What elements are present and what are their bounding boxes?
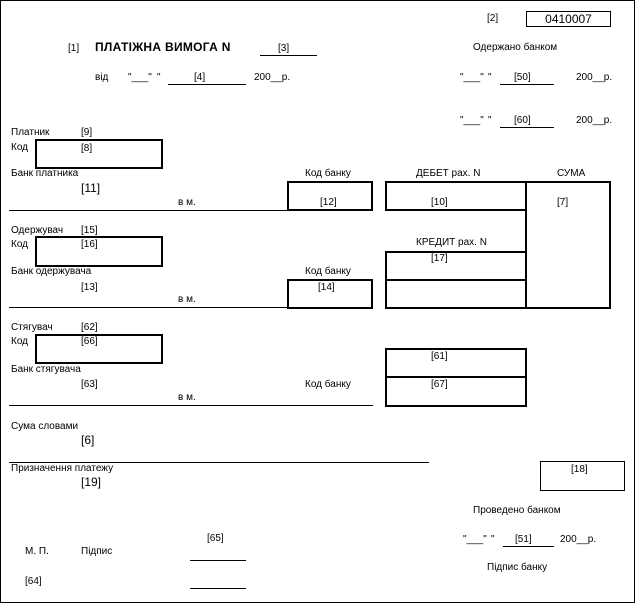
form-code-box: 0410007 (526, 11, 611, 27)
collector-bank-line (9, 405, 373, 406)
collector-bank-code-label: Код банку (305, 379, 351, 390)
received-by-bank-label: Одержано банком (473, 42, 558, 53)
date-day: "___" (128, 72, 152, 83)
purpose-top-line (9, 462, 429, 463)
collector-code-box[interactable] (35, 334, 163, 364)
stamp-label: М. П. (25, 546, 49, 557)
sum-in-words-label: Сума словами (11, 421, 79, 432)
sum-label: СУМА (557, 168, 586, 179)
marker-67: [67] (431, 379, 448, 390)
credit-sub-box[interactable] (385, 279, 527, 309)
page-title: ПЛАТІЖНА ВИМОГА N (95, 40, 231, 54)
received-date-line (500, 84, 554, 85)
received-date-year: 200__р. (576, 72, 613, 83)
marker-50: [50] (514, 72, 531, 83)
date-quote: " (157, 72, 161, 83)
signature-label: Підпис (81, 546, 113, 557)
collector-bank-label: Банк стягувача (11, 364, 81, 375)
marker-10: [10] (431, 197, 448, 208)
recipient-label: Одержувач (11, 225, 64, 236)
payer-bank-label: Банк платника (11, 168, 79, 179)
marker-18-box[interactable] (540, 461, 625, 491)
recipient-city-label: в м. (178, 294, 196, 305)
marker-9: [9] (81, 127, 93, 138)
marker-11: [11] (81, 181, 101, 195)
marker-4: [4] (194, 72, 206, 83)
credit-account-box[interactable] (385, 251, 527, 281)
payer-code-label: Код (11, 142, 29, 153)
collector-label: Стягувач (11, 322, 53, 333)
marker-17: [17] (431, 253, 448, 264)
marker-65: [65] (207, 533, 224, 544)
title-number-line (260, 55, 317, 56)
collector-bank-code-box[interactable] (385, 376, 527, 407)
credit-account-label: КРЕДИТ рах. N (416, 237, 487, 248)
bank-signature-label: Підпис банку (487, 562, 548, 573)
recipient-bank-code-label: Код банку (305, 266, 351, 277)
marker-19: [19] (81, 475, 102, 489)
marker-66: [66] (81, 336, 98, 347)
recipient-code-box[interactable] (35, 236, 163, 267)
payer-bank-code-label: Код банку (305, 168, 351, 179)
marker-51: [51] (515, 534, 532, 545)
marker-7: [7] (557, 197, 569, 208)
processed-date-year: 200__р. (560, 534, 597, 545)
marker-15: [15] (81, 225, 98, 236)
marker-63: [63] (81, 379, 98, 390)
marker-6: [6] (81, 433, 95, 447)
recipient-bank-code-box[interactable] (287, 279, 373, 309)
recipient-bank-line (9, 307, 373, 308)
purpose-label: Призначення платежу (11, 463, 114, 474)
date-month-line (168, 84, 246, 85)
marker-13: [13] (81, 282, 98, 293)
collector-city-label: в м. (178, 392, 196, 403)
second-date-year: 200__р. (576, 115, 613, 126)
payer-bank-code-box[interactable] (287, 181, 373, 211)
marker-3: [3] (278, 43, 290, 54)
marker-2: [2] (487, 13, 499, 24)
marker-1: [1] (68, 43, 80, 54)
recipient-bank-label: Банк одержувача (11, 266, 92, 277)
payer-city-label: в м. (178, 197, 196, 208)
marker-60: [60] (514, 115, 531, 126)
payer-code-box[interactable] (35, 139, 163, 169)
signature-line-2 (190, 588, 246, 589)
received-date-day: "___" (460, 72, 484, 83)
processed-by-bank-label: Проведено банком (473, 505, 561, 516)
marker-64: [64] (25, 576, 42, 587)
marker-18: [18] (571, 464, 588, 475)
marker-14: [14] (318, 282, 335, 293)
collector-code-label: Код (11, 336, 29, 347)
processed-date-line (503, 546, 554, 547)
date-from-label: від (95, 72, 109, 83)
received-date-quote: " (488, 72, 492, 83)
marker-61: [61] (431, 351, 448, 362)
date-year: 200__р. (254, 72, 291, 83)
marker-12: [12] (320, 197, 337, 208)
form-code: 0410007 (545, 12, 592, 26)
collector-account-box[interactable] (385, 348, 527, 378)
payer-label: Платник (11, 127, 50, 138)
payer-bank-line (9, 210, 373, 211)
marker-62: [62] (81, 322, 98, 333)
second-date-quote: " (488, 115, 492, 126)
marker-16: [16] (81, 239, 98, 250)
processed-date-quote: " (491, 534, 495, 545)
signature-line-1 (190, 560, 246, 561)
second-date-day: "___" (460, 115, 484, 126)
debit-account-label: ДЕБЕТ рах. N (416, 168, 481, 179)
sum-box[interactable] (525, 181, 611, 309)
marker-8: [8] (81, 143, 93, 154)
second-date-line (500, 127, 554, 128)
processed-date-day: "___" (463, 534, 487, 545)
debit-account-box[interactable] (385, 181, 527, 211)
recipient-code-label: Код (11, 239, 29, 250)
